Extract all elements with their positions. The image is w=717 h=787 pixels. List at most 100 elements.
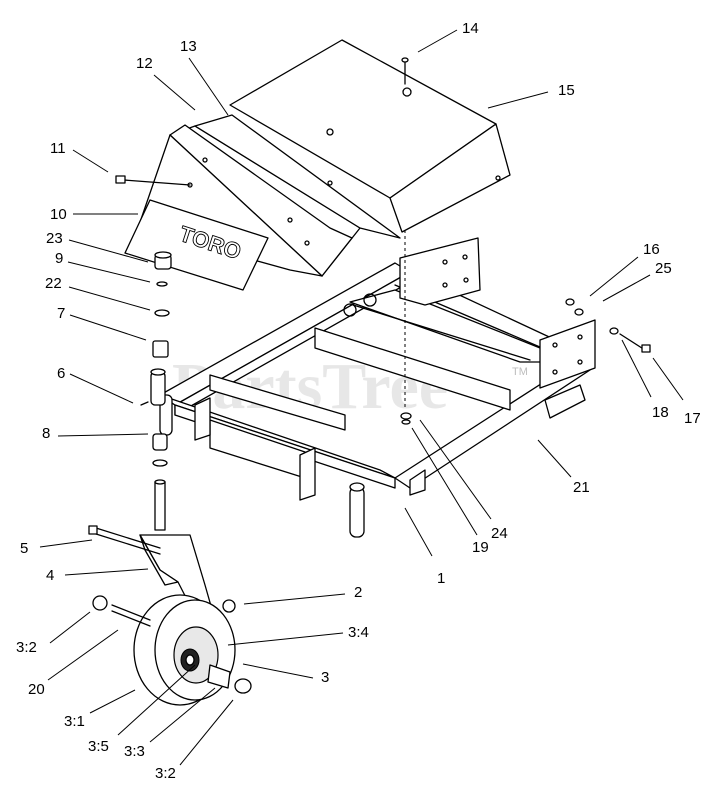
leader-line [589,256,639,297]
callout-c3_2a: 3:2 [16,611,91,656]
leader-line [89,689,136,714]
callout-c14: 14 [417,20,479,53]
callout-c4: 4 [46,567,149,584]
callout-label: 11 [50,140,66,157]
leader-line [117,664,196,736]
leader-line [69,373,134,404]
leader-line [417,29,458,53]
callout-c5: 5 [20,539,93,557]
callout-label: 8 [42,425,50,442]
leader-line [227,632,344,646]
callout-label: 20 [28,681,45,698]
callout-c23: 23 [46,230,149,263]
left-mount-plate [399,237,481,306]
callout-label: 13 [180,38,197,55]
callout-label: 3:3 [124,743,145,760]
callout-c24: 24 [419,419,508,542]
callout-c3_3: 3:3 [124,687,216,760]
leader-line [602,274,651,302]
callout-c10: 10 [50,206,138,223]
callout-label: 1 [437,570,445,587]
callout-c3: 3 [242,663,329,686]
leader-line [411,427,478,536]
callout-c18: 18 [621,339,669,421]
leader-line [621,339,652,398]
bolt-14 [401,57,409,85]
callout-c15: 15 [487,82,575,109]
callout-c19: 19 [411,427,489,556]
callout-label: 23 [46,230,63,247]
leader-line [153,74,196,111]
cover-plate [229,39,511,233]
callout-label: 21 [573,479,590,496]
callout-c13: 13 [180,38,229,116]
callout-label: 25 [655,260,672,277]
callout-label: 17 [684,410,701,427]
callout-label: 10 [50,206,67,223]
leader-line [47,629,119,681]
callout-c3_2b: 3:2 [155,699,234,782]
leader-line [64,568,149,576]
callout-c7: 7 [57,305,147,341]
callout-label: 3:5 [88,738,109,755]
callout-label: 19 [472,539,489,556]
caster-stack [140,251,172,531]
callout-c11: 11 [50,140,109,173]
right-mount-plate [539,319,596,419]
leader-line [57,433,149,437]
caster-wheel [92,594,252,706]
leader-line [72,149,109,173]
callout-label: 7 [57,305,65,322]
callout-c3_5: 3:5 [88,664,196,755]
callout-c16: 16 [589,241,660,297]
callout-label: 3:2 [16,639,37,656]
callout-c3_1: 3:1 [64,689,136,730]
callout-label: 24 [491,525,508,542]
callout-label: 15 [558,82,575,99]
callout-c1: 1 [404,507,445,587]
callout-c8: 8 [42,425,149,442]
leader-line [487,91,549,109]
callout-label: 16 [643,241,660,258]
leader-line [69,314,147,341]
main-frame [159,262,591,538]
leader-line [404,507,433,557]
callout-label: 22 [45,275,62,292]
callout-label: 4 [46,567,54,584]
leader-line [537,439,572,478]
callout-label: 6 [57,365,65,382]
callout-label: 9 [55,250,63,267]
callout-label: 3:4 [348,624,369,641]
callout-c21: 21 [537,439,590,496]
callout-c25: 25 [602,260,672,302]
toro-decal: TORO [124,199,269,291]
leader-line [39,539,93,548]
screw-11 [115,175,191,186]
center-bolt-19-24 [400,230,412,425]
callout-label: 5 [20,540,28,557]
leader-line [188,57,229,116]
leader-line [242,663,314,679]
axle-bolt-5 [88,525,161,555]
callout-c22: 22 [45,275,151,311]
callout-c3_4: 3:4 [227,624,369,646]
leader-line [67,261,151,283]
leader-line [419,419,492,520]
callout-c20: 20 [28,629,119,698]
callout-c9: 9 [55,250,151,283]
front-shroud [137,114,401,277]
leader-line [68,286,151,311]
callout-label: 18 [652,404,669,421]
leader-line [179,699,234,766]
leader-line [49,611,91,644]
callout-label: 3:2 [155,765,176,782]
callout-c6: 6 [57,365,134,404]
leader-line [149,687,216,743]
leader-line [68,239,149,263]
callout-c12: 12 [136,55,196,111]
hardware-16-25-17-18 [565,298,651,353]
leader-line [243,593,346,605]
watermark-trademark: TM [512,366,528,378]
